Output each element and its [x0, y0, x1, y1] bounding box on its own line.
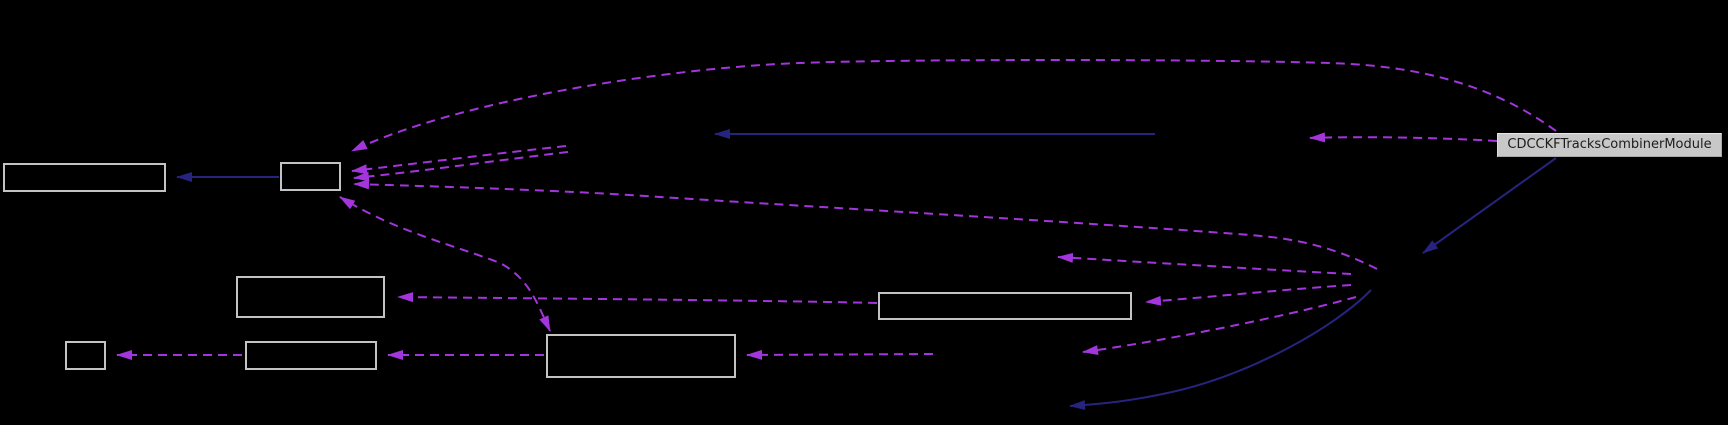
node-box-1[interactable] [3, 163, 166, 192]
usage-edge-box7-to-box3 [397, 292, 878, 304]
usage-edge-hidden-to-box2-upper [351, 145, 567, 175]
node-box-3[interactable] [236, 276, 385, 318]
node-box-5[interactable] [245, 341, 377, 370]
node-box-4[interactable] [65, 341, 106, 370]
usage-edge-hub-to-hidden-low [1082, 296, 1357, 356]
usage-edge-module-to-hidden-node [1309, 132, 1498, 143]
inherit-edge-hub-to-hidden-bottom [1069, 289, 1372, 411]
node-box-6[interactable] [546, 334, 736, 378]
node-box-2[interactable] [280, 162, 341, 191]
inherit-edge-module-to-hub [1422, 157, 1557, 254]
usage-edge-hub-to-box2-long [353, 179, 1378, 270]
usage-edge-top-loop [351, 59, 1557, 152]
usage-edge-hidden-to-box6 [746, 349, 934, 360]
main-node-cdcckf-tracks-combiner-module[interactable]: CDCCKFTracksCombinerModule [1497, 133, 1722, 157]
usage-edge-hidden-to-box2-mid [353, 151, 569, 182]
node-box-7[interactable] [878, 292, 1132, 320]
usage-edge-hub-to-hidden-mid [1057, 252, 1352, 275]
usage-edge-box6-box2-curve [339, 196, 551, 332]
usage-edge-hub-to-box7 [1145, 284, 1352, 306]
